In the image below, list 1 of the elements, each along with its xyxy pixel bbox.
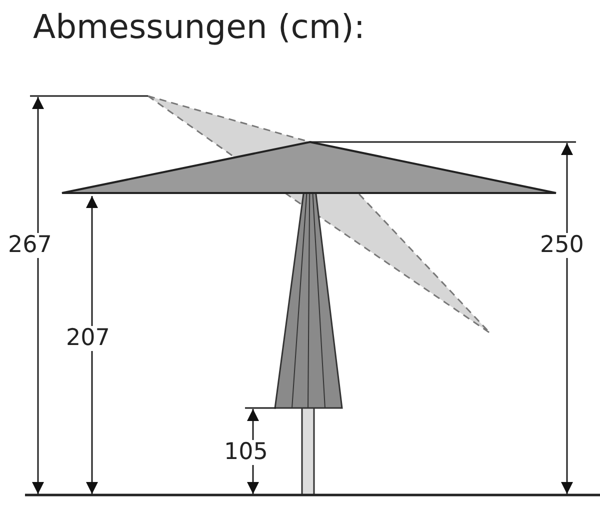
- title: Abmessungen (cm):: [33, 10, 365, 43]
